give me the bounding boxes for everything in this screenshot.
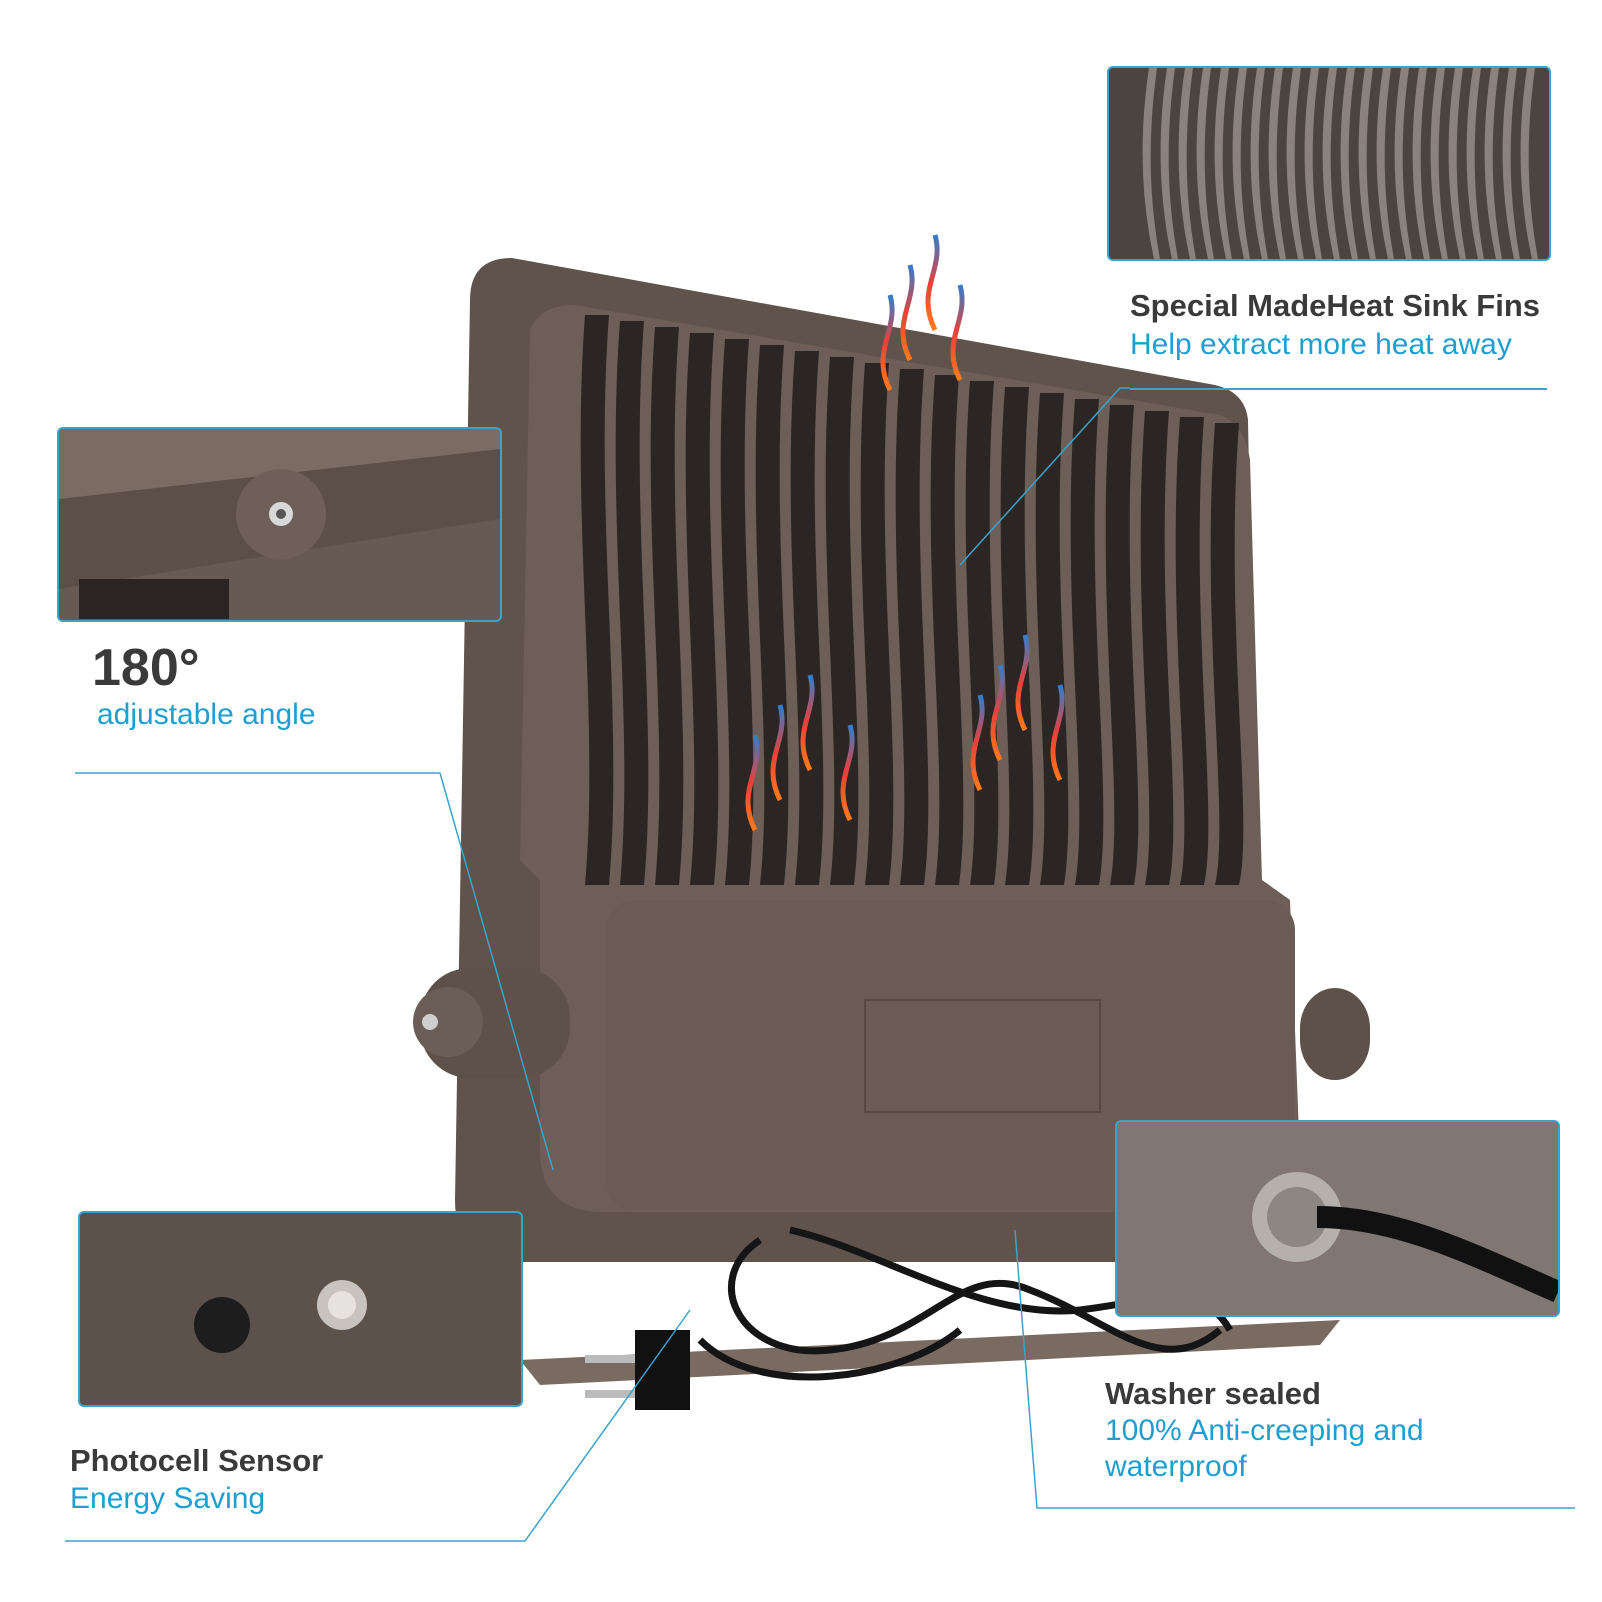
fin — [1430, 68, 1448, 259]
heat-arrow — [745, 734, 760, 832]
photocell-closeup — [78, 1211, 523, 1407]
fin — [1358, 68, 1376, 259]
fin — [1394, 68, 1412, 259]
fin — [1286, 68, 1304, 259]
photocell-subtitle: Energy Saving — [70, 1482, 266, 1515]
heat-arrow — [970, 694, 985, 792]
heat-arrow — [840, 724, 855, 822]
fin — [1196, 68, 1214, 259]
heat-arrow — [925, 234, 940, 332]
fin — [1340, 68, 1358, 259]
fin — [1232, 68, 1250, 259]
heat-sink-divider — [1130, 388, 1547, 390]
fin — [1466, 68, 1484, 259]
fin — [1502, 68, 1520, 259]
fin — [1214, 68, 1232, 259]
fin-gap — [580, 315, 614, 885]
heat-arrow — [770, 704, 785, 802]
photocell-title: Photocell Sensor — [70, 1443, 324, 1478]
washer-subtitle-line2: waterproof — [1105, 1450, 1247, 1483]
fin — [1448, 68, 1466, 259]
fin — [1160, 68, 1178, 259]
fin — [1412, 68, 1430, 259]
fin — [1268, 68, 1286, 259]
fin — [1178, 68, 1196, 259]
adjustable-bracket-closeup — [57, 427, 502, 622]
fin — [1304, 68, 1322, 259]
heat-arrow — [950, 284, 965, 382]
angle-title: 180° — [92, 639, 200, 697]
bracket-closeup-image — [59, 429, 500, 619]
fin — [1376, 68, 1394, 259]
fin — [1142, 68, 1160, 259]
fin — [1250, 68, 1268, 259]
fin-gap — [615, 321, 649, 885]
heat-sink-fins-closeup — [1107, 66, 1551, 261]
fin-gap — [790, 351, 824, 885]
heat-sink-title: Special MadeHeat Sink Fins — [1130, 288, 1541, 323]
heat-arrow — [1050, 684, 1065, 782]
heat-arrow — [880, 294, 895, 392]
fin-gap — [895, 369, 929, 885]
fin-gap — [755, 345, 789, 885]
fin-gap — [1175, 417, 1209, 885]
heat-arrow — [1015, 634, 1030, 732]
fin-gap — [1140, 411, 1174, 885]
heat-arrow — [900, 264, 915, 362]
fin-gap — [930, 375, 964, 885]
fin — [1322, 68, 1340, 259]
heat-arrow — [800, 674, 815, 772]
fin-gap — [650, 327, 684, 885]
fin — [1520, 68, 1538, 259]
fin-gap — [685, 333, 719, 885]
heat-arrow — [990, 664, 1005, 762]
fins-closeup-image — [1142, 68, 1538, 259]
fin-gap — [1210, 423, 1244, 885]
heat-flow-arrows — [745, 234, 1065, 832]
fin — [1484, 68, 1502, 259]
photocell-closeup-image — [194, 1280, 367, 1353]
fin-gap — [860, 363, 894, 885]
fin-gap — [720, 339, 754, 885]
heat-sink-subtitle: Help extract more heat away — [1130, 328, 1512, 361]
washer-seal-closeup — [1115, 1120, 1560, 1317]
washer-subtitle-line1: 100% Anti-creeping and — [1105, 1414, 1424, 1447]
washer-closeup-image — [1117, 1122, 1558, 1315]
washer-title: Washer sealed — [1105, 1376, 1321, 1411]
angle-subtitle: adjustable angle — [97, 698, 316, 731]
